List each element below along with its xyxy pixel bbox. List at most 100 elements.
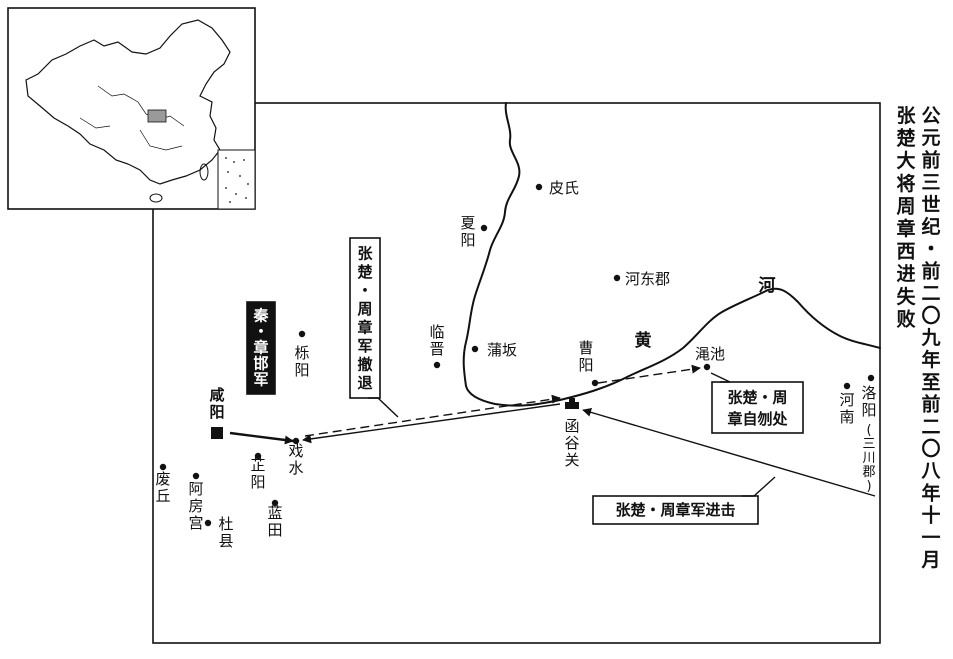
svg-text:年: 年 [921, 348, 940, 371]
capital-marker [211, 427, 223, 439]
city-dot [703, 363, 711, 371]
place-xiayang: 夏阳 [460, 214, 488, 249]
svg-text:邯: 邯 [253, 354, 268, 372]
place-label-zhiyang: 芷阳 [250, 456, 265, 491]
island-dot [233, 161, 235, 163]
place-label-xianyang: 咸阳 [209, 386, 224, 421]
south-sea-inset [217, 149, 256, 210]
svg-text:阳: 阳 [294, 361, 309, 379]
place-sublabel-luoyang: (三川郡) [862, 423, 875, 494]
place-label-afanggong: 阿房宫 [188, 480, 203, 532]
place-label-lantian: 蓝田 [267, 504, 282, 539]
zhou-zhang-advance-route-east [582, 407, 876, 497]
svg-text:宫: 宫 [188, 514, 203, 532]
svg-text:十: 十 [921, 504, 940, 527]
place-label-duxian: 杜县 [218, 515, 233, 550]
place-afanggong: 阿房宫 [188, 472, 204, 532]
province-boundaries [79, 85, 185, 151]
svg-text:阳: 阳 [460, 231, 475, 249]
city-dot [298, 330, 306, 338]
svg-text:秦: 秦 [252, 306, 269, 324]
pass-marker [565, 398, 579, 409]
zhou-zhang-retreat-route-west [304, 394, 561, 437]
city-dot [591, 379, 599, 387]
svg-text:阳: 阳 [861, 401, 876, 419]
svg-text:郡: 郡 [862, 465, 875, 480]
city-dot [867, 374, 875, 382]
svg-text:世: 世 [921, 194, 940, 216]
china-inset-map [7, 7, 256, 210]
place-label-feiqiu: 废丘 [155, 470, 170, 505]
place-xianyang: 咸阳 [209, 386, 225, 439]
island-dot [243, 159, 245, 161]
svg-text:楚: 楚 [896, 127, 915, 150]
svg-text:丘: 丘 [155, 487, 170, 505]
svg-text:田: 田 [267, 521, 282, 539]
svg-text:房: 房 [188, 497, 203, 515]
callout-qin: 秦・章邯军 [246, 301, 276, 395]
place-hanguguan: 函谷关 [564, 398, 580, 469]
river-label-huang: 黄 [635, 330, 652, 351]
svg-text:一: 一 [921, 527, 940, 549]
svg-text:函: 函 [564, 417, 579, 435]
place-label-yueyang: 栎阳 [294, 344, 309, 379]
place-pishi: 皮氏 [535, 179, 579, 197]
island-dot [229, 201, 231, 203]
callout-box [592, 495, 759, 525]
callout-box [246, 301, 276, 395]
place-feiqiu: 废丘 [155, 463, 171, 505]
place-label-pishi: 皮氏 [549, 179, 579, 197]
place-linjin: 临晋 [429, 323, 445, 369]
svg-text:・: ・ [921, 238, 940, 260]
place-caoyang: 曹阳 [578, 339, 599, 387]
svg-text:阳: 阳 [250, 473, 265, 491]
callout-advance: 张楚・周章军进击 [592, 476, 776, 525]
city-dot [535, 183, 543, 191]
svg-text:芷: 芷 [250, 456, 265, 474]
svg-text:九: 九 [920, 327, 940, 349]
place-label-xiayang: 夏阳 [460, 214, 475, 249]
city-dot [192, 472, 200, 480]
place-xishui: 戏水 [288, 437, 304, 477]
svg-text:周: 周 [896, 195, 915, 217]
city-dot [204, 519, 212, 527]
svg-text:前: 前 [921, 259, 940, 282]
svg-text:川: 川 [862, 451, 875, 466]
svg-text:栎: 栎 [294, 344, 309, 362]
svg-text:八: 八 [921, 460, 941, 482]
place-puban: 蒲坂 [471, 341, 517, 359]
city-dot [480, 224, 488, 232]
svg-text:章: 章 [896, 217, 915, 240]
svg-text:・: ・ [253, 322, 268, 340]
city-dot [292, 437, 300, 445]
island-dot [235, 193, 237, 195]
place-yueyang: 栎阳 [294, 330, 310, 379]
svg-text:前: 前 [921, 148, 940, 171]
place-label-luoyang: 洛阳 [861, 384, 876, 419]
place-label-xishui: 戏水 [288, 442, 303, 477]
river-label-he: 河 [759, 276, 776, 296]
svg-text:南: 南 [839, 408, 854, 426]
svg-text:撤: 撤 [357, 355, 372, 373]
svg-text:二: 二 [921, 416, 940, 438]
place-label-mianchi: 渑池 [695, 345, 725, 363]
city-dot [159, 463, 167, 471]
callout-box [349, 237, 381, 399]
svg-text:・: ・ [357, 281, 372, 299]
svg-text:败: 败 [896, 307, 915, 330]
svg-text:三: 三 [862, 437, 875, 452]
city-dot [254, 452, 262, 460]
svg-text:年: 年 [921, 481, 940, 504]
svg-text:曹: 曹 [578, 339, 593, 357]
callout-text-suicide-0: 张楚・周 [727, 388, 787, 406]
hainan-island [149, 193, 163, 203]
china-outline [25, 19, 231, 185]
svg-text:关: 关 [564, 451, 579, 469]
svg-text:月: 月 [920, 549, 940, 571]
island-dot [225, 187, 227, 189]
svg-text:楚: 楚 [357, 263, 373, 281]
